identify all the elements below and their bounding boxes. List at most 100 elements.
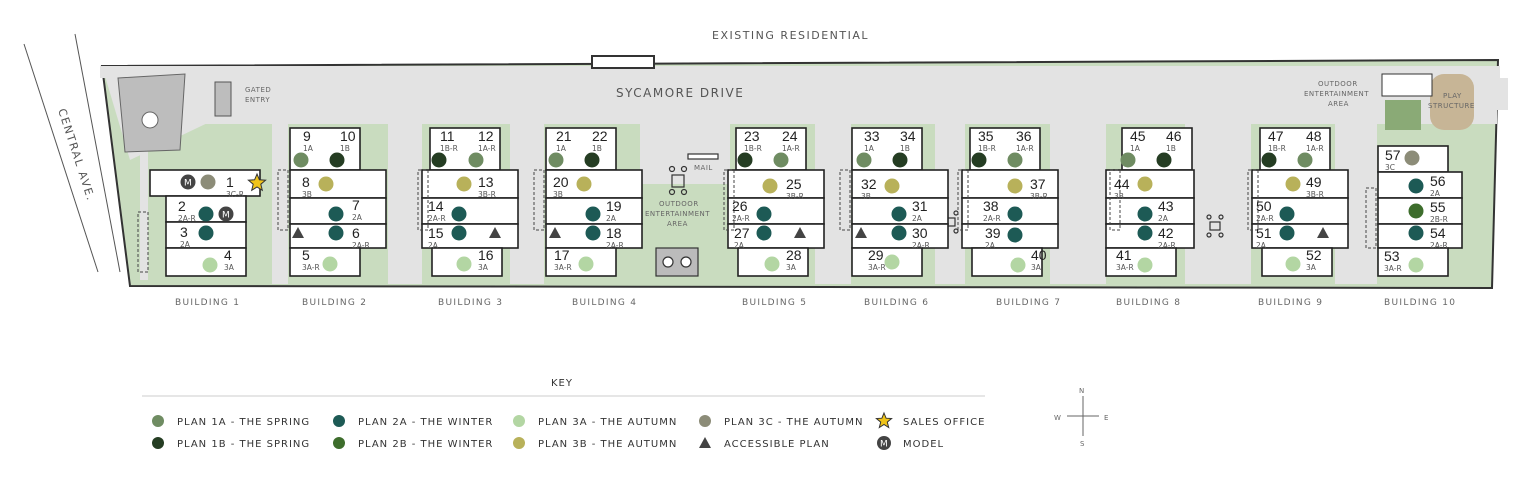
- unit-5[interactable]: 53A-R: [302, 247, 338, 272]
- plan-dot: [1010, 257, 1026, 273]
- unit-number: 18: [606, 225, 622, 241]
- unit-1[interactable]: 13C-RM: [180, 172, 267, 199]
- key-swatch: [333, 437, 345, 449]
- plan-dot: [322, 256, 338, 272]
- building-5-footprint: [723, 127, 825, 277]
- key-label: PLAN 3A - THE AUTUMN: [538, 417, 677, 428]
- plan-dot: [1279, 206, 1295, 222]
- buildings-layer: [137, 127, 1463, 277]
- unit-footprint: [1251, 197, 1349, 225]
- unit-6[interactable]: 62A-R: [292, 225, 370, 250]
- unit-7[interactable]: 72A: [328, 197, 363, 222]
- plan-dot: [198, 206, 214, 222]
- building-name: BUILDING 10: [1384, 298, 1456, 308]
- key-label: MODEL: [903, 439, 944, 450]
- unit-plan: 1B-R: [978, 144, 996, 153]
- key-title: KEY: [551, 378, 573, 389]
- patio-outline: [1247, 169, 1259, 231]
- unit-plan: 3B: [861, 192, 871, 201]
- unit-plan: 3A: [1031, 263, 1042, 272]
- key-label: PLAN 2A - THE WINTER: [358, 417, 493, 428]
- plan-dot: [1408, 225, 1424, 241]
- patio-outline: [1109, 169, 1121, 231]
- key-label: PLAN 3B - THE AUTUMN: [538, 439, 677, 450]
- unit-plan: 2B-R: [1430, 215, 1448, 224]
- unit-plan: 2A: [180, 240, 191, 249]
- plan-dot: [431, 152, 447, 168]
- unit-number: 34: [900, 128, 916, 144]
- bbq-area-icon: [655, 247, 699, 277]
- unit-number: 47: [1268, 128, 1284, 144]
- key-label: SALES OFFICE: [903, 417, 985, 428]
- unit-plan: 1B: [592, 144, 602, 153]
- unit-4[interactable]: 43A: [202, 247, 235, 273]
- key-item: PLAN 3A - THE AUTUMN: [513, 415, 677, 428]
- plan-dot: [1137, 176, 1153, 192]
- unit-8[interactable]: 83B: [302, 174, 334, 199]
- key-swatch: [513, 437, 525, 449]
- unit-number: 25: [786, 176, 802, 192]
- unit-plan: 3B-R: [1306, 190, 1324, 199]
- unit-3[interactable]: 32A: [180, 224, 214, 249]
- patio-outline: [137, 211, 149, 273]
- mailbox-icon: [687, 153, 719, 160]
- plan-dot: [764, 256, 780, 272]
- unit-9[interactable]: 91A: [293, 128, 314, 168]
- key-swatch: [333, 415, 345, 427]
- unit-number: 46: [1166, 128, 1182, 144]
- plan-dot: [1007, 152, 1023, 168]
- unit-plan: 2A: [606, 214, 617, 223]
- key-swatch: [513, 415, 525, 427]
